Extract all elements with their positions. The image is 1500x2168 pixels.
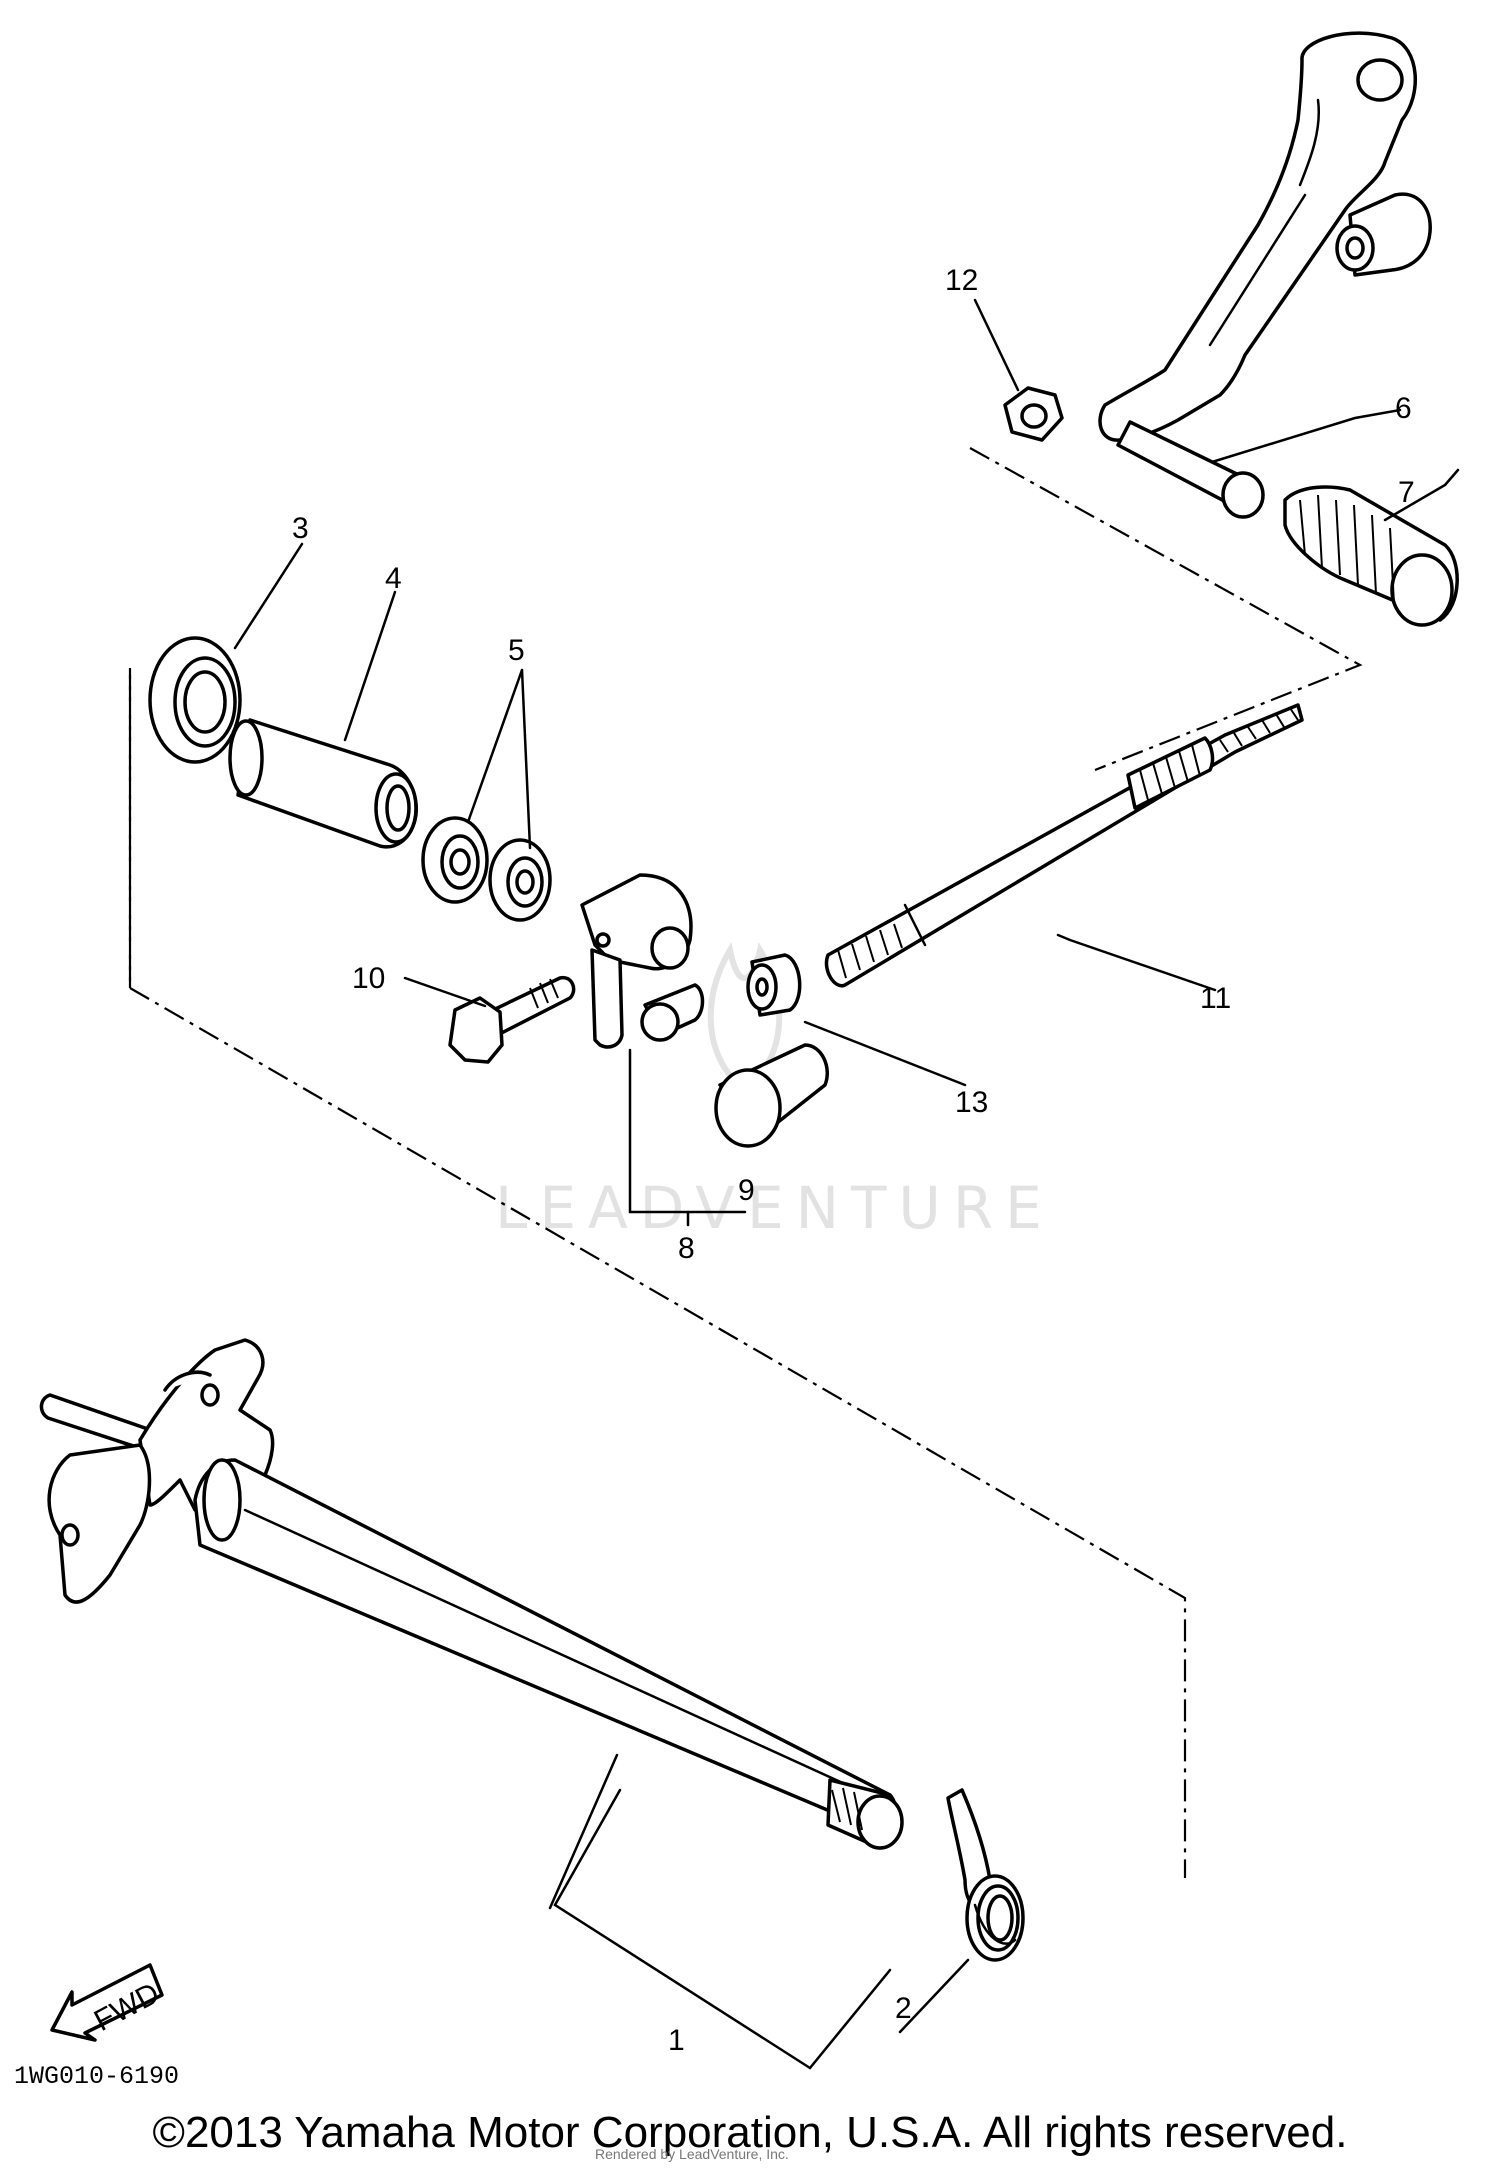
callout-3: 3 <box>292 512 309 545</box>
shift-shaft-1 <box>39 1338 904 1850</box>
shift-rod-11 <box>824 703 1304 988</box>
assembly-lines <box>128 447 1363 1878</box>
watermark: LEADVENTURE <box>495 1174 1054 1242</box>
oil-seal-3 <box>148 636 242 764</box>
nut-12 <box>1003 386 1064 442</box>
shift-arm-8 <box>580 873 705 1049</box>
callout-2: 2 <box>895 1992 912 2025</box>
callout-8: 8 <box>678 1232 695 1265</box>
callout-7: 7 <box>1398 476 1415 509</box>
callout-6: 6 <box>1395 392 1412 425</box>
callout-1: 1 <box>668 2024 685 2057</box>
diagram-code: 1WG010-6190 <box>14 2062 179 2091</box>
render-credit: Rendered by LeadVenture, Inc. <box>595 2146 789 2162</box>
callout-10: 10 <box>352 962 385 995</box>
bearings-5 <box>421 816 552 922</box>
washer-13 <box>746 953 802 1017</box>
callout-13: 13 <box>955 1086 988 1119</box>
callout-4: 4 <box>385 562 402 595</box>
shift-pedal <box>1098 31 1432 519</box>
callout-12: 12 <box>945 264 978 297</box>
pedal-rubber <box>1283 485 1459 627</box>
bolt-10 <box>448 975 576 1064</box>
callout-9: 9 <box>738 1174 755 1207</box>
return-spring-2 <box>946 1788 1025 1962</box>
joint-9 <box>714 1043 829 1148</box>
callouts: 1 2 3 4 5 6 7 8 9 10 11 12 13 <box>292 264 1415 2057</box>
callout-11: 11 <box>1200 982 1231 1015</box>
collar-4 <box>228 718 418 849</box>
copyright-notice: ©2013 Yamaha Motor Corporation, U.S.A. A… <box>152 2108 1348 2157</box>
fwd-arrow-icon: FWD <box>50 1963 165 2042</box>
callout-5: 5 <box>508 634 525 667</box>
leader-lines <box>233 298 1460 2070</box>
